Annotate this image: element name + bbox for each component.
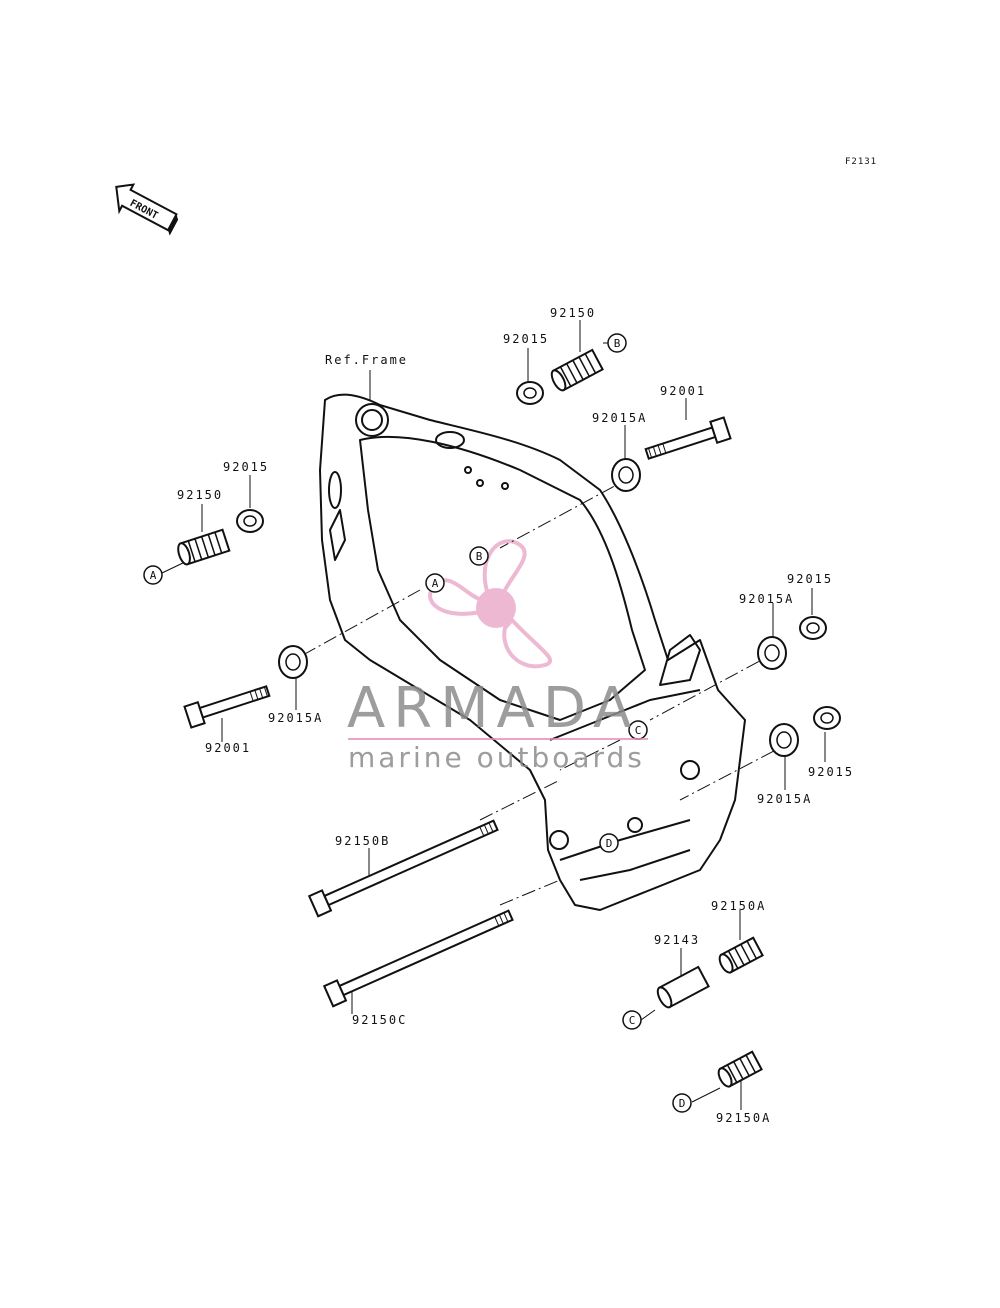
part-nut-92015-right-lower <box>813 706 841 730</box>
part-label-92015A-right-upper: 92015A <box>739 592 795 606</box>
front-arrow-icon: FRONT <box>115 183 179 236</box>
figure-code: F2131 <box>845 157 878 167</box>
assembly-guide-lines <box>302 474 796 906</box>
svg-text:C: C <box>635 724 642 737</box>
ref-frame-label: Ref.Frame <box>325 353 409 367</box>
callout-circle-d-bottom: D <box>672 1093 692 1113</box>
part-label-92150-left: 92150 <box>177 488 224 502</box>
part-nut-92015-left <box>236 509 264 533</box>
part-label-92150A-lower: 92150A <box>716 1111 772 1125</box>
svg-text:D: D <box>679 1097 686 1110</box>
callout-circle-d-frame: D <box>599 833 619 853</box>
part-bolt-92001-left <box>183 685 271 729</box>
callout-circle-a-left: A <box>143 565 163 585</box>
part-label-92150-top: 92150 <box>550 306 597 320</box>
callout-circle-a-frame: A <box>425 573 445 593</box>
callout-circle-b-frame: B <box>469 546 489 566</box>
armada-propeller-logo <box>428 539 553 669</box>
part-label-92015A-left: 92015A <box>268 711 324 725</box>
part-long-bolt-92150C <box>322 909 514 1008</box>
callout-circle-b-top: B <box>607 333 627 353</box>
callout-circle-c-bottom: C <box>622 1010 642 1030</box>
svg-text:A: A <box>150 569 157 582</box>
part-label-92143: 92143 <box>654 933 701 947</box>
svg-text:B: B <box>614 337 621 350</box>
part-label-92015-right-lower: 92015 <box>808 765 855 779</box>
part-label-92015-top: 92015 <box>503 332 550 346</box>
watermark-subtitle: marine outboards <box>348 741 645 774</box>
part-long-bolt-92150B <box>307 819 499 918</box>
part-bolt-92001-right <box>644 416 732 460</box>
part-label-92001-left: 92001 <box>205 741 252 755</box>
part-label-92015A-top: 92015A <box>592 411 648 425</box>
svg-text:C: C <box>629 1014 636 1027</box>
part-collar-92150-top <box>550 348 604 392</box>
part-collar-92150A-lower <box>717 1050 763 1088</box>
svg-text:B: B <box>476 550 483 563</box>
svg-text:A: A <box>432 577 439 590</box>
part-label-92150C: 92150C <box>352 1013 408 1027</box>
part-label-92150B: 92150B <box>335 834 391 848</box>
part-collar-92150A-upper <box>718 936 764 974</box>
part-washer-92015A-left <box>278 645 308 679</box>
part-nut-92015-right-upper <box>799 616 827 640</box>
part-washer-92015A-right-lower <box>769 723 799 757</box>
part-label-92150A-upper: 92150A <box>711 899 767 913</box>
watermark-divider <box>348 738 648 740</box>
part-label-92001-right: 92001 <box>660 384 707 398</box>
svg-text:D: D <box>606 837 613 850</box>
part-nut-92015-top <box>516 381 544 405</box>
part-label-92015-right-upper: 92015 <box>787 572 834 586</box>
motorcycle-frame <box>319 393 746 911</box>
part-label-92015-left: 92015 <box>223 460 270 474</box>
watermark-title: ARMADA <box>347 676 640 741</box>
leader-lines <box>161 320 826 1110</box>
part-washer-92015A-right-upper <box>757 636 787 670</box>
part-washer-92015A-top <box>611 458 641 492</box>
part-collar-92150-left <box>177 528 231 566</box>
part-spacer-92143 <box>656 965 710 1009</box>
part-label-92015A-right-lower: 92015A <box>757 792 813 806</box>
